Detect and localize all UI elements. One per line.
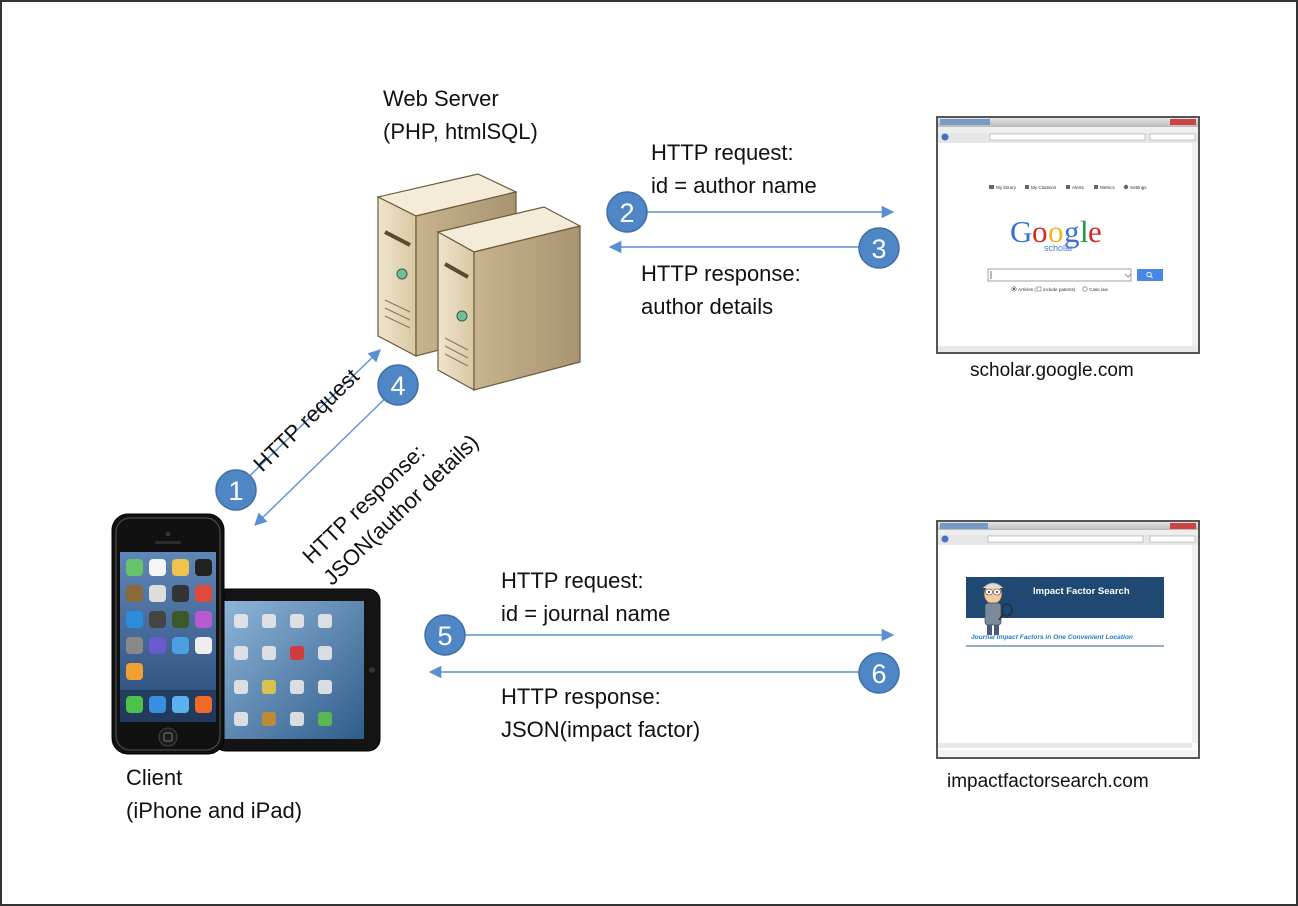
step3-label: HTTP response: author details [641,257,801,323]
step2-label-line2: id = author name [651,173,817,198]
step-1-number: 1 [228,476,243,506]
checkbox-label-patents: include patents) [1043,287,1076,292]
step-4-badge [377,364,419,406]
step3-label-line1: HTTP response: [641,261,801,286]
scholar-search-bar [987,268,1163,282]
scholar-nav-item: Alerts [1072,185,1084,190]
google-scholar-logo: G o o g l e scholar [1010,214,1102,253]
logo-letter: l [1080,214,1089,249]
logo-letter: o [1032,214,1048,249]
step-5-badge [424,614,466,656]
scholar-browser-window [936,116,1200,354]
step-badges: 1 4 2 3 5 6 [215,191,900,694]
server-label: Web Server (PHP, htmlSQL) [383,82,538,148]
logo-letter: g [1064,214,1080,249]
step-3-number: 3 [871,234,886,264]
client-label-line1: Client [126,765,183,790]
logo-letter: o [1048,214,1064,249]
impact-banner-tagline: Journal Impact Factors in One Convenient… [971,634,1133,641]
step2-label-line1: HTTP request: [651,140,794,165]
step6-label-line1: HTTP response: [501,684,661,709]
step-4-number: 4 [390,371,405,401]
step2-label: HTTP request: id = author name [651,136,817,202]
step6-label-line2: JSON(impact factor) [501,717,701,742]
arrow-step4 [254,385,399,526]
logo-letter: e [1088,214,1102,249]
step-2-badge [606,191,648,233]
scholar-url-label: scholar.google.com [970,360,1134,381]
radio-label-articles: Articles ( [1018,287,1036,292]
scholar-nav-item: My library [996,185,1017,190]
scholar-search-button [1137,269,1163,281]
flow-arrows [234,205,895,679]
impact-banner-title: Impact Factor Search [1033,586,1130,597]
step6-label: HTTP response: JSON(impact factor) [501,680,700,746]
scholar-nav: My library My Citations Alerts Metrics S… [989,184,1147,190]
server-label-line2: (PHP, htmlSQL) [383,119,538,144]
impact-url-label: impactfactorsearch.com [947,771,1149,792]
ipad-icon [213,588,381,752]
professor-mascot-icon [982,582,1013,635]
step-6-badge [858,652,900,694]
step-6-number: 6 [871,659,886,689]
logo-subtitle: scholar [1044,243,1073,253]
logo-letter: G [1010,214,1032,249]
client-label: Client (iPhone and iPad) [126,761,302,827]
arrow-step1 [234,349,381,491]
step5-label: HTTP request: id = journal name [501,564,670,630]
step5-label-line1: HTTP request: [501,568,644,593]
step-3-badge [858,227,900,269]
client-label-line2: (iPhone and iPad) [126,798,303,823]
scholar-nav-item: Metrics [1100,185,1116,190]
step5-label-line2: id = journal name [501,601,671,626]
scholar-nav-item: Settings [1130,185,1147,190]
iphone-icon [111,513,225,755]
scholar-nav-item: My Citations [1031,185,1057,190]
step3-label-line2: author details [641,294,774,319]
web-server-icon [376,173,582,392]
step-1-badge [215,469,257,511]
radio-label-case-law: Case law [1089,287,1109,292]
server-label-line1: Web Server [383,86,499,111]
step-2-number: 2 [619,198,634,228]
step-5-number: 5 [437,621,452,651]
scholar-search-options: Articles ( include patents) Case law [1011,286,1109,292]
